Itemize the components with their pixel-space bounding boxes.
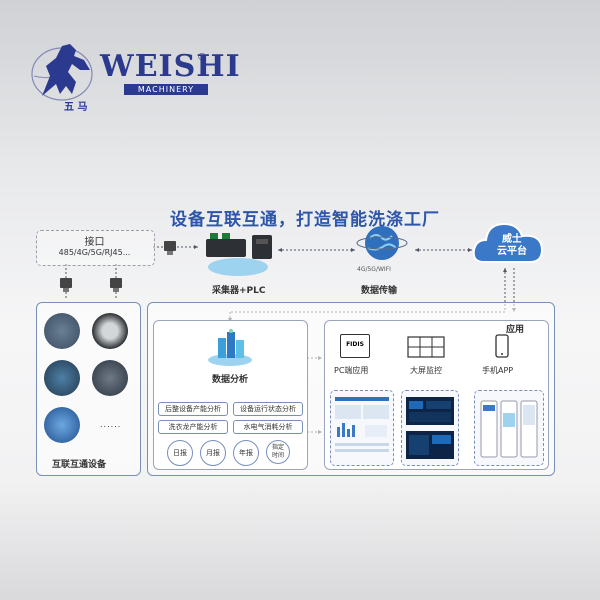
report-yearly: 年报 [233,440,259,466]
monitor-brand: FIDIS [346,341,364,348]
transmission-label: 数据传输 [361,286,398,296]
analysis-tag: 设备运行状态分析 [233,402,303,416]
analysis-tag: 水电气消耗分析 [233,420,303,434]
device-image [92,313,128,349]
registered-mark: ® [197,52,207,63]
data-analysis-icon [208,329,252,366]
devices-label: 互联互通设备 [52,460,107,470]
big-screen-screenshot [401,390,459,466]
brand-subtitle: MACHINERY [124,84,208,95]
analysis-label: 数据分析 [212,375,249,385]
app-pc: PC端应用 [334,366,369,375]
brand-name: WEISHI [100,49,241,84]
interface-title: 接口 [84,237,105,248]
analysis-tag: 洗衣龙产能分析 [158,420,228,434]
interface-box [36,230,155,266]
connector-icon [110,278,122,292]
big-screen-icon [407,336,445,358]
horse-logo-icon [31,44,93,101]
collector-label: 采集器+PLC [212,286,266,296]
connector-icon [60,278,72,292]
network-label: 4G/5G/WIFI [357,266,391,273]
brand-chinese: 五 马 [64,102,88,113]
cloud-icon [472,222,544,263]
report-daily: 日报 [167,440,193,466]
device-image [44,313,80,349]
analysis-tag: 后整设备产能分析 [158,402,228,416]
interface-protocols: 485/4G/5G/RJ45... [58,248,131,257]
more-devices: ...... [100,420,122,429]
connector-icon [164,241,176,255]
cloud-label-2: 云平台 [497,246,527,257]
cloud-label-1: 威士 [502,234,522,245]
collector-plc-icon [206,233,272,276]
pc-app-screenshot [330,390,394,466]
mobile-app-screenshot [474,390,544,466]
app-mobile: 手机APP [482,366,514,375]
applications-label: 应用 [506,325,525,335]
mobile-phone-icon [495,334,509,358]
device-image [44,407,80,443]
page-title: 设备互联互通，打造智能洗涤工厂 [170,210,440,230]
app-big-screen: 大屏监控 [410,366,442,375]
monitor-icon: FIDIS [340,334,370,358]
report-custom: 指定 时间 [266,440,290,464]
device-image [92,360,128,396]
globe-icon [356,226,408,260]
report-monthly: 月报 [200,440,226,466]
device-image [44,360,80,396]
